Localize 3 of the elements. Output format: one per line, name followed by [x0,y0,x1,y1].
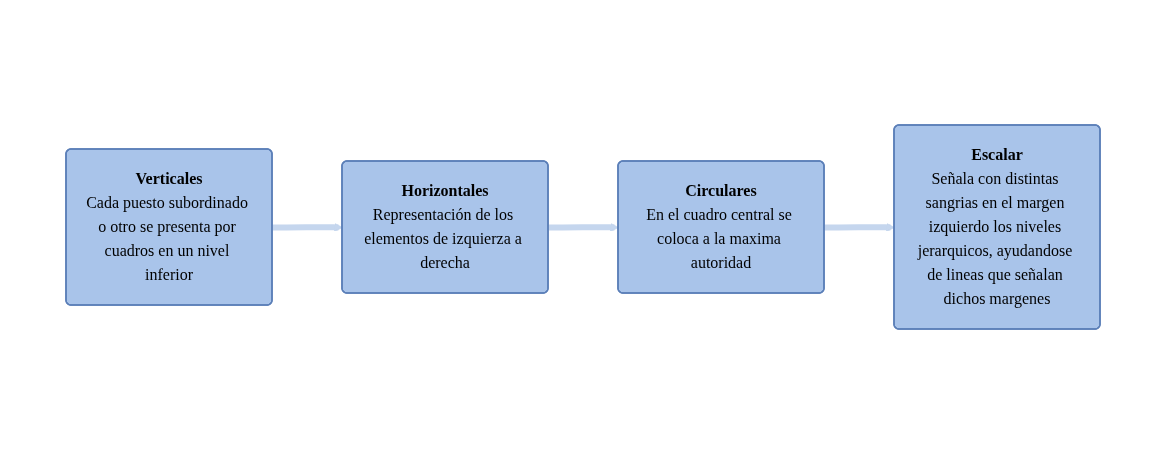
arrow [824,222,895,232]
arrow [272,222,343,232]
arrow [548,222,619,232]
